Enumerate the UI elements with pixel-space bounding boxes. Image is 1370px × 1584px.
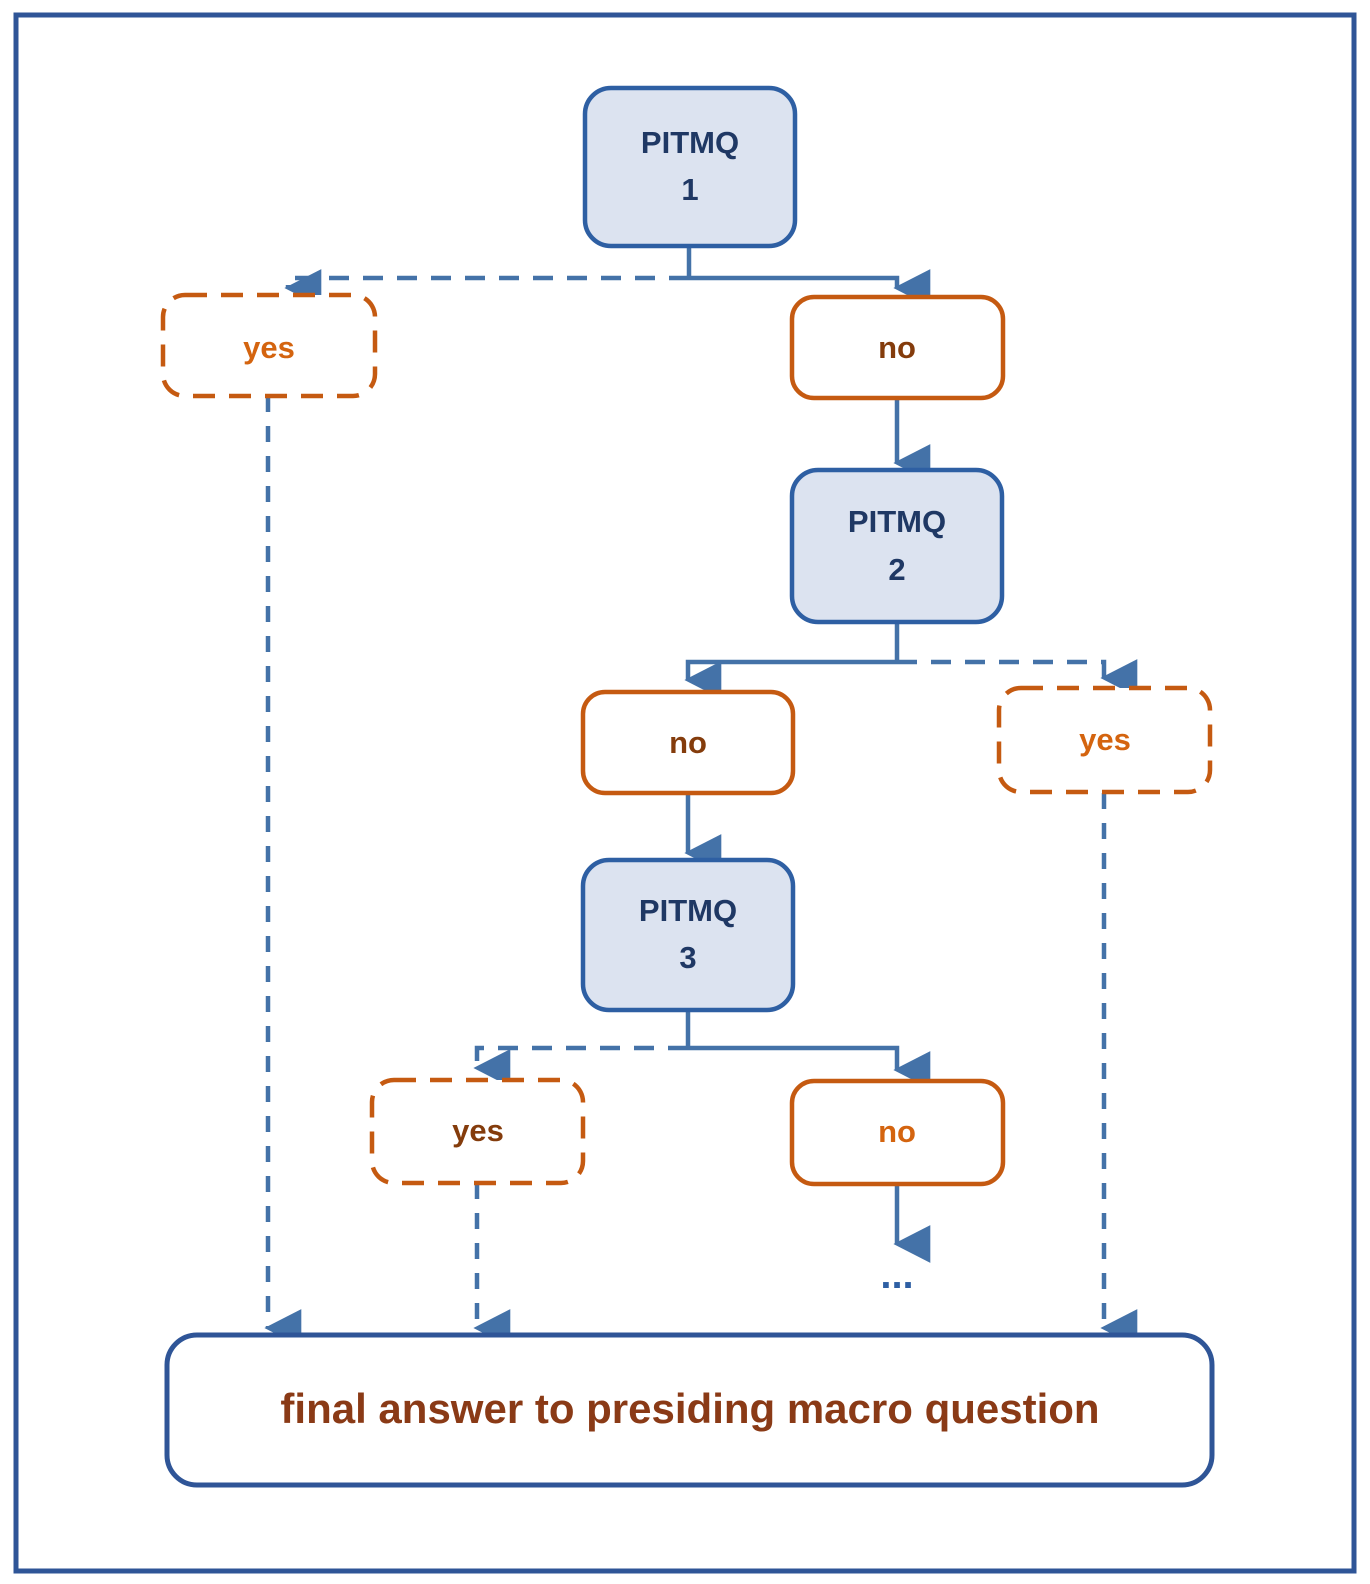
node-pitmq-1-line2: 1: [681, 172, 698, 207]
node-no-1[interactable]: no: [789, 294, 1006, 401]
node-pitmq-3-shape: [580, 857, 796, 1013]
node-no-3[interactable]: no: [789, 1078, 1006, 1187]
edge-q1-to-no1: [689, 269, 931, 307]
node-pitmq-2-line2: 2: [888, 552, 905, 587]
node-yes-3-label: yes: [452, 1113, 504, 1148]
node-no-1-label: no: [878, 330, 916, 365]
edge-q2-to-no2: [684, 659, 897, 699]
node-final-answer-label: final answer to presiding macro question: [280, 1385, 1099, 1432]
node-no-2-shape: [580, 689, 796, 796]
node-pitmq-1-shape: [582, 85, 798, 249]
node-yes-1[interactable]: yes: [160, 292, 378, 399]
node-yes-3-shape: [369, 1077, 586, 1186]
node-no-2-label: no: [669, 725, 707, 760]
node-yes-2-label: yes: [1079, 722, 1131, 757]
node-no-3-shape: [789, 1078, 1006, 1187]
node-yes-2[interactable]: yes: [996, 685, 1213, 795]
edge-q3-to-no3: [688, 1045, 931, 1089]
node-no-1-shape: [789, 294, 1006, 401]
node-yes-3[interactable]: yes: [369, 1077, 586, 1186]
ellipsis-indicator: ...: [880, 1253, 913, 1297]
node-pitmq-2[interactable]: PITMQ 2: [789, 467, 1005, 625]
node-final-answer[interactable]: final answer to presiding macro question: [164, 1332, 1215, 1488]
node-no-3-label: no: [878, 1114, 916, 1149]
node-pitmq-3-line1: PITMQ: [639, 893, 737, 928]
node-yes-1-shape: [160, 292, 378, 399]
node-pitmq-2-line1: PITMQ: [848, 504, 946, 539]
edge-q1-to-yes1: [284, 269, 689, 307]
node-pitmq-3-line2: 3: [679, 940, 696, 975]
node-pitmq-3[interactable]: PITMQ 3: [580, 857, 796, 1013]
node-yes-2-shape: [996, 685, 1213, 795]
node-pitmq-1-line1: PITMQ: [641, 125, 739, 160]
node-pitmq-2-shape: [789, 467, 1005, 625]
node-final-answer-shape: [164, 1332, 1215, 1488]
edge-q2-to-yes2: [897, 659, 1138, 697]
outer-frame: [13, 12, 1357, 1574]
edge-q3-to-yes3: [473, 1045, 688, 1087]
node-yes-1-label: yes: [243, 330, 295, 365]
node-no-2[interactable]: no: [580, 689, 796, 796]
node-pitmq-1[interactable]: PITMQ 1: [582, 85, 798, 249]
